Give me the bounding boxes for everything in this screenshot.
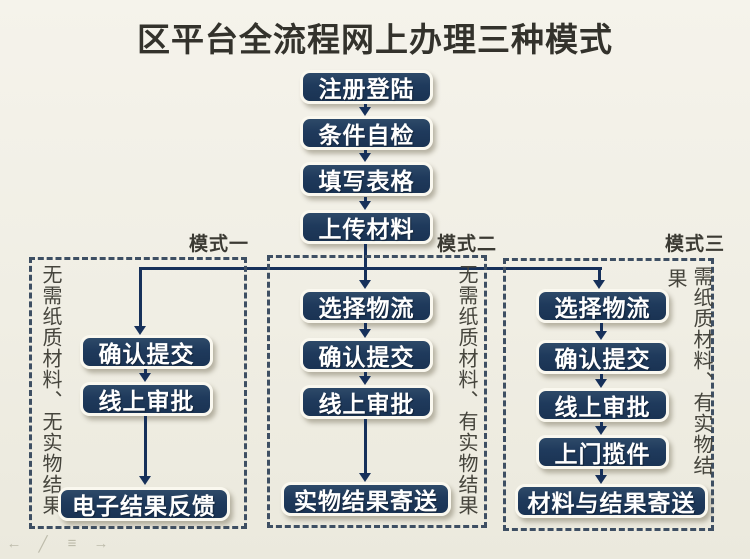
mode3-step-online-approval: 线上审批 (536, 388, 669, 422)
mode2-frame (267, 255, 487, 528)
mode1-step-online-approval: 线上审批 (80, 382, 213, 416)
flow-line (144, 416, 147, 477)
mode1-step-confirm-submit: 确认提交 (80, 335, 213, 369)
flow-branch-line (139, 267, 602, 270)
mode3-step-confirm-submit: 确认提交 (536, 340, 669, 374)
arrow-down-icon (595, 475, 607, 484)
arrow-down-icon (595, 379, 607, 388)
arrow-down-icon (134, 326, 146, 335)
arrow-down-icon (595, 426, 607, 435)
pen-tool-icon[interactable]: ╱ (38, 536, 48, 553)
mode1-step-eresult-feedback: 电子结果反馈 (58, 487, 230, 521)
arrow-down-icon (359, 107, 371, 116)
flow-line (364, 323, 367, 330)
mode2-label: 模式二 (437, 234, 498, 255)
step-upload-materials: 上传材料 (300, 210, 433, 244)
flow-line (364, 197, 367, 204)
arrow-down-icon (359, 280, 371, 289)
arrow-down-icon (139, 476, 151, 485)
next-slide-icon[interactable]: → (93, 535, 109, 552)
arrow-down-icon (359, 153, 371, 162)
arrow-down-icon (359, 473, 371, 482)
mode3-frame (503, 258, 714, 531)
slide-title: 区平台全流程网上办理三种模式 (137, 21, 613, 58)
mode3-step-door-pickup: 上门揽件 (536, 435, 669, 469)
flow-line (600, 422, 603, 427)
mode3-side-note-right-column: 需纸质材料、有实物结 (690, 266, 712, 476)
arrow-down-icon (139, 373, 151, 382)
mode2-step-choose-logistics: 选择物流 (300, 289, 433, 323)
presenter-controls: ← ╱ ≡ → (6, 535, 109, 553)
flow-line-mode3 (598, 267, 601, 281)
flow-line (144, 369, 147, 375)
flow-line (364, 372, 367, 377)
mode1-label: 模式一 (189, 234, 250, 255)
slide-menu-icon[interactable]: ≡ (67, 535, 77, 552)
arrow-down-icon (359, 329, 371, 338)
mode3-step-materials-results-delivery: 材料与结果寄送 (515, 484, 708, 518)
flow-line-mode1 (139, 267, 142, 327)
step-register-login: 注册登陆 (300, 70, 433, 104)
mode2-step-physical-result-delivery: 实物结果寄送 (281, 482, 451, 516)
flow-line (600, 323, 603, 332)
mode2-step-confirm-submit: 确认提交 (300, 338, 433, 372)
arrow-down-icon (359, 201, 371, 210)
arrow-down-icon (595, 331, 607, 340)
mode2-step-online-approval: 线上审批 (300, 385, 433, 419)
flow-line (600, 374, 603, 380)
flow-line (600, 469, 603, 476)
mode3-side-note-left-column: 果 (664, 268, 686, 289)
arrow-down-icon (359, 376, 371, 385)
mode1-frame (29, 257, 247, 529)
previous-slide-icon[interactable]: ← (6, 535, 22, 552)
flow-line-mode2 (364, 267, 367, 281)
flow-line (364, 419, 367, 474)
step-fill-form: 填写表格 (300, 162, 433, 196)
mode2-side-note: 无需纸质材料、有实物结果 (455, 264, 477, 516)
mode3-label: 模式三 (665, 234, 726, 255)
step-condition-selfcheck: 条件自检 (300, 116, 433, 150)
mode1-side-note: 无需纸质材料、无实物结果 (39, 264, 61, 516)
mode3-step-choose-logistics: 选择物流 (536, 289, 669, 323)
arrow-down-icon (593, 280, 605, 289)
